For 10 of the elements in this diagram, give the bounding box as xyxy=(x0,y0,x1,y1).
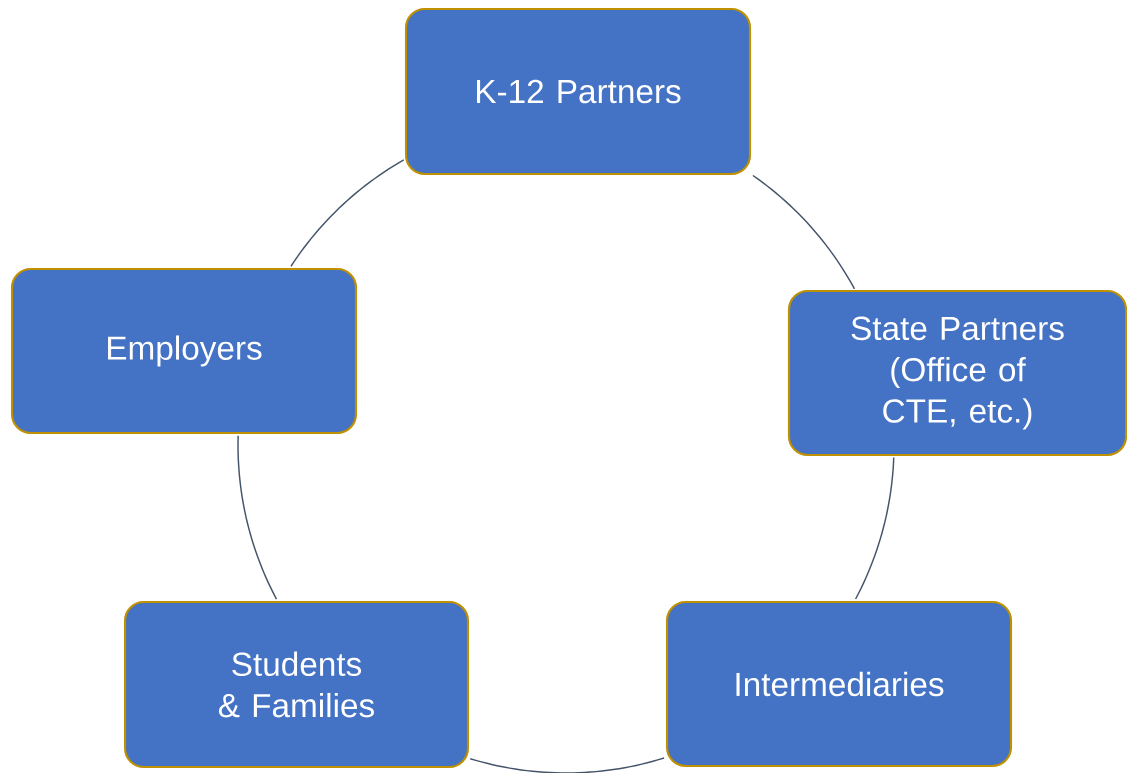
rounded-box: Employers xyxy=(10,267,358,435)
rounded-box: Students & Families xyxy=(123,600,470,769)
rounded-box: State Partners (Office of CTE, etc.) xyxy=(787,289,1127,457)
connector-arc xyxy=(854,456,895,600)
rounded-box: Intermediaries xyxy=(665,600,1013,768)
connector-arc xyxy=(290,159,405,267)
connector-arc xyxy=(469,757,665,773)
connector-arc xyxy=(237,434,278,600)
rounded-box: K-12 Partners xyxy=(404,7,752,176)
connector-arc xyxy=(752,174,856,290)
